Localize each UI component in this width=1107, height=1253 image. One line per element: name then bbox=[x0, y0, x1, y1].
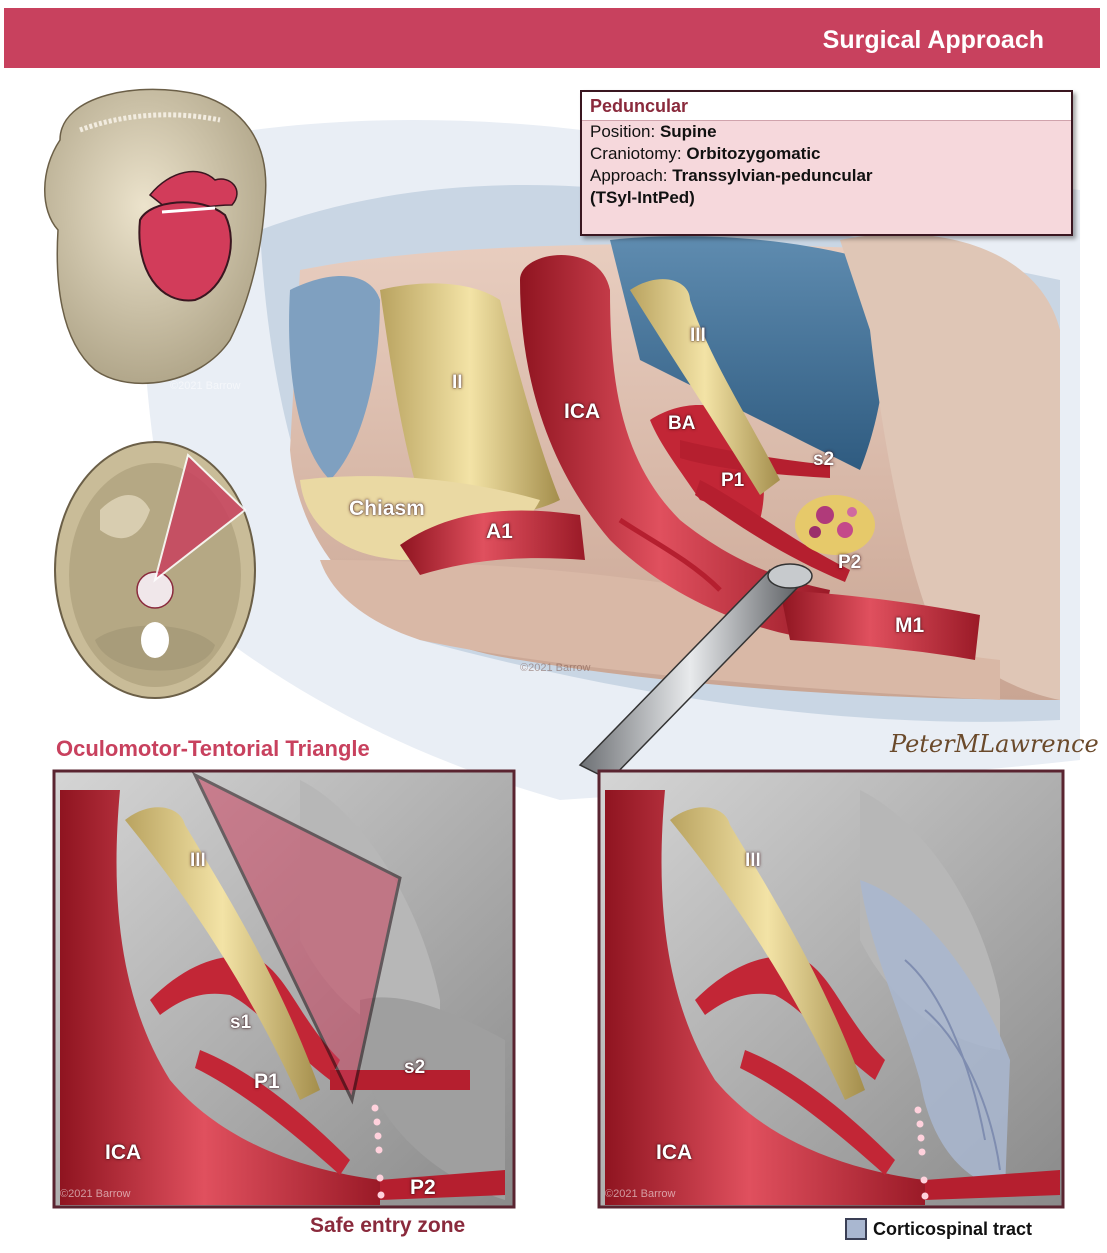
approach-value: Transsylvian-peduncular bbox=[672, 166, 873, 185]
safe-entry-zone-caption: Safe entry zone bbox=[310, 1214, 466, 1237]
label-s2: s2 bbox=[813, 449, 835, 470]
label-m1: M1 bbox=[895, 614, 925, 637]
approach-info-box: Peduncular Position: Supine Craniotomy: … bbox=[580, 90, 1073, 236]
approach-value-2: (TSyl-IntPed) bbox=[590, 188, 695, 207]
left-label-p1: P1 bbox=[254, 1070, 280, 1093]
craniotomy-label: Craniotomy: bbox=[590, 144, 687, 163]
right-label-cn-iii: III bbox=[745, 850, 761, 871]
left-label-cn-iii: III bbox=[190, 850, 206, 871]
label-p2: P2 bbox=[838, 552, 862, 573]
left-label-ica: ICA bbox=[105, 1141, 142, 1164]
label-ica: ICA bbox=[564, 400, 601, 423]
header-bar: Surgical Approach bbox=[4, 8, 1100, 68]
label-p1: P1 bbox=[721, 470, 745, 491]
label-chiasm: Chiasm bbox=[349, 497, 425, 520]
left-panel-illustration bbox=[52, 769, 516, 1209]
watermark-left-panel: ©2021 Barrow bbox=[60, 1188, 131, 1200]
label-a1: A1 bbox=[486, 520, 513, 543]
header-title: Surgical Approach bbox=[822, 26, 1044, 54]
label-cn-iii: III bbox=[690, 325, 706, 346]
position-row: Position: Supine bbox=[582, 121, 1071, 143]
left-label-s1: s1 bbox=[230, 1012, 252, 1033]
craniotomy-value: Orbitozygomatic bbox=[686, 144, 821, 163]
info-box-heading: Peduncular bbox=[582, 92, 1071, 121]
artist-signature: PeterMLawrence bbox=[890, 730, 1099, 758]
watermark-right-panel: ©2021 Barrow bbox=[605, 1188, 676, 1200]
position-value: Supine bbox=[659, 122, 717, 141]
label-ba: BA bbox=[668, 413, 696, 434]
skull-lateral-view bbox=[44, 88, 267, 385]
watermark-main: ©2021 Barrow bbox=[520, 662, 591, 674]
position-label: Position: bbox=[590, 122, 660, 141]
main-operative-field bbox=[142, 120, 1080, 800]
right-panel-illustration bbox=[597, 769, 1065, 1209]
approach-label: Approach: bbox=[590, 166, 673, 185]
left-label-p2: P2 bbox=[410, 1176, 436, 1199]
corticospinal-tract-swatch bbox=[845, 1218, 867, 1240]
legend: Corticospinal tract bbox=[845, 1218, 1032, 1240]
watermark-skull: ©2021 Barrow bbox=[170, 380, 241, 392]
right-label-ica: ICA bbox=[656, 1141, 693, 1164]
approach-row-2: (TSyl-IntPed) bbox=[582, 187, 1071, 209]
label-cn-ii: II bbox=[452, 372, 463, 393]
approach-row: Approach: Transsylvian-peduncular bbox=[582, 165, 1071, 187]
left-label-s2: s2 bbox=[404, 1057, 426, 1078]
left-panel-title: Oculomotor-Tentorial Triangle bbox=[56, 736, 370, 761]
legend-label: Corticospinal tract bbox=[873, 1218, 1033, 1239]
craniotomy-row: Craniotomy: Orbitozygomatic bbox=[582, 143, 1071, 165]
skull-base-view bbox=[54, 441, 256, 699]
